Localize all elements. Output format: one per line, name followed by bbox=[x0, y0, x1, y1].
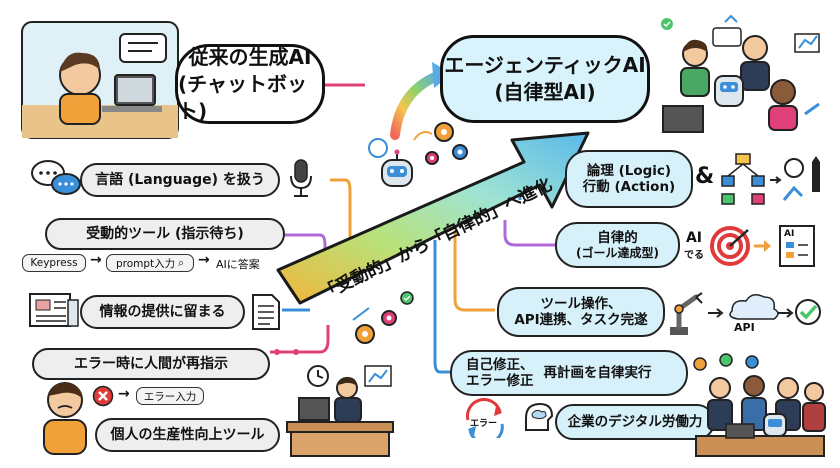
robot-gears-top-icon bbox=[368, 122, 468, 187]
ai-label-group: AI でる bbox=[684, 230, 704, 261]
chat-bubbles-icon bbox=[31, 160, 81, 195]
business-team-illustration bbox=[693, 353, 826, 457]
flow-prompt-box: prompt入力 ⌕ bbox=[106, 254, 194, 272]
logic-line1: 論理 (Logic) bbox=[586, 162, 672, 179]
item-tool-api: ツール操作、 API連携、タスク完遂 bbox=[497, 287, 665, 337]
microphone-icon bbox=[290, 159, 312, 197]
item-autonomous: 自律的 (ゴール達成型) bbox=[555, 222, 680, 268]
gears-bottom-icon bbox=[352, 291, 414, 344]
agentic-ai-title-line1: エージェンティックAI bbox=[444, 53, 646, 77]
ampersand-label: & bbox=[695, 164, 715, 189]
arrow-right-icon: → bbox=[90, 252, 102, 268]
flow-answer-label: AIに答案 bbox=[216, 258, 260, 271]
arrow-right-icon: → bbox=[198, 252, 210, 268]
self-correct-line2: エラー修正 bbox=[466, 373, 534, 389]
brain-head-icon bbox=[525, 402, 554, 431]
document-icon bbox=[252, 294, 280, 330]
item-self-correct: 自己修正、 エラー修正 再計画を自律実行 bbox=[450, 350, 688, 396]
tool-line2: API連携、タスク完遂 bbox=[514, 312, 648, 328]
target-goal-icon bbox=[710, 225, 815, 267]
item-logic-action: 論理 (Logic) 行動 (Action) bbox=[565, 150, 693, 208]
search-icon: ⌕ bbox=[178, 256, 185, 269]
team-robot-illustration bbox=[661, 14, 820, 133]
person-laptop-illustration bbox=[21, 21, 179, 139]
legacy-ai-title-line2: (チャットボット) bbox=[178, 71, 307, 123]
flow-keypress-box: Keypress bbox=[22, 254, 86, 272]
ai-label: AI bbox=[685, 230, 703, 246]
agentic-ai-title: エージェンティックAI (自律型AI) bbox=[440, 35, 650, 123]
ai-sub-label: でる bbox=[684, 250, 704, 261]
api-label: API bbox=[734, 321, 755, 334]
flow-error-input-box: エラー入力 bbox=[136, 387, 204, 405]
item-enterprise: 企業のデジタル労働力 bbox=[555, 404, 715, 440]
ai-doc-label: AI bbox=[784, 229, 795, 239]
agentic-ai-title-line2: (自律型AI) bbox=[494, 80, 596, 104]
refresh-error-icon bbox=[466, 398, 504, 438]
logic-flow-icon bbox=[721, 153, 820, 205]
flow-prompt-label: prompt入力 bbox=[115, 257, 176, 270]
item-info-only: 情報の提供に留まる bbox=[80, 295, 245, 329]
logic-line2: 行動 (Action) bbox=[582, 179, 676, 195]
item-passive-tool: 受動的ツール (指示待ち) bbox=[45, 218, 285, 250]
item-error-human: エラー時に人間が再指示 bbox=[32, 348, 270, 380]
autonomous-line2: (ゴール達成型) bbox=[576, 245, 659, 260]
legacy-ai-title-line1: 従来の生成AI bbox=[188, 44, 312, 69]
legacy-ai-title: 従来の生成AI (チャットボット) bbox=[175, 44, 325, 124]
error-x-icon bbox=[92, 385, 114, 407]
replan-label: 再計画を自律実行 bbox=[543, 364, 652, 381]
tool-api-flow-icon bbox=[670, 292, 821, 335]
office-worker-illustration bbox=[286, 365, 394, 457]
confused-person-icon bbox=[43, 382, 87, 455]
self-correct-line1: 自己修正、 bbox=[466, 356, 534, 373]
item-productivity: 個人の生産性向上ツール bbox=[95, 418, 280, 452]
arrow-right-icon: → bbox=[118, 386, 130, 402]
tool-line1: ツール操作、 bbox=[540, 295, 622, 312]
error-label: エラー bbox=[470, 419, 498, 429]
newspaper-icon bbox=[29, 293, 79, 327]
autonomous-line1: 自律的 bbox=[597, 229, 638, 246]
item-language: 言語 (Language) を扱う bbox=[80, 163, 280, 197]
